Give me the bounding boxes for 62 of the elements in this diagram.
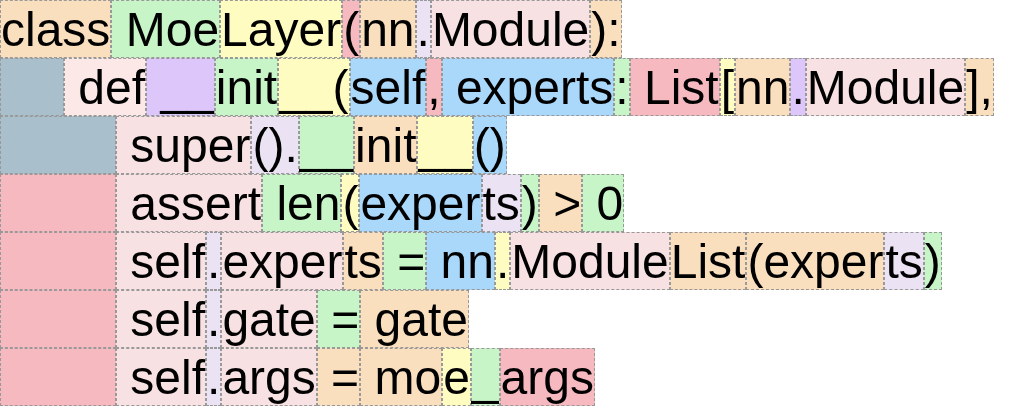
code-token: ts: [884, 232, 924, 290]
code-token: self: [116, 232, 207, 290]
code-token: (: [342, 0, 361, 58]
code-token: class: [0, 0, 112, 58]
indent-token: [0, 116, 116, 174]
code-token: ],: [965, 58, 994, 116]
code-token: nn: [360, 0, 416, 58]
code-token: exper: [359, 174, 482, 232]
code-token: ):: [590, 0, 622, 58]
indent-token: [0, 348, 116, 406]
code-token: self: [116, 348, 207, 406]
code-token: ,: [426, 58, 442, 116]
code-token: experts: [441, 58, 615, 116]
code-token: (): [472, 116, 507, 174]
code-token: nn: [426, 232, 495, 290]
code-token: =: [316, 348, 361, 406]
code-token: len: [262, 174, 342, 232]
code-token: 0: [582, 174, 625, 232]
code-token: super: [116, 116, 252, 174]
indent-token: [0, 174, 116, 232]
code-token: __: [298, 116, 355, 174]
code-token: .: [206, 290, 222, 348]
code-token: ().: [251, 116, 299, 174]
code-token: mo: [360, 348, 443, 406]
indent-token: [0, 58, 64, 116]
indent-token: [0, 290, 116, 348]
code-token: assert: [116, 174, 263, 232]
code-token: __: [146, 58, 215, 116]
code-token: _: [470, 348, 500, 406]
code-token: args: [499, 348, 595, 406]
code-token: self: [116, 290, 207, 348]
code-token: __: [417, 116, 473, 174]
code-token: init: [354, 116, 418, 174]
code-token: Module: [510, 232, 670, 290]
code-token: (: [341, 174, 360, 232]
code-token: .: [206, 348, 222, 406]
code-token: List: [669, 232, 747, 290]
code-token: >: [538, 174, 583, 232]
code-token: nn: [735, 58, 791, 116]
code-token: =: [316, 290, 361, 348]
code-token: List: [629, 58, 720, 116]
code-token: def: [64, 58, 147, 116]
code-token: Layer: [220, 0, 343, 58]
code-token: gate: [221, 290, 317, 348]
code-token: ts: [343, 232, 383, 290]
code-token: gate: [360, 290, 469, 348]
code-token: Module: [430, 0, 591, 58]
code-token: .: [790, 58, 806, 116]
code-token: Moe: [111, 0, 221, 58]
indent-token: [0, 232, 116, 290]
code-token: args: [221, 348, 317, 406]
code-token: Module: [805, 58, 966, 116]
code-token: init: [214, 58, 279, 116]
code-token: (exper: [746, 232, 885, 290]
code-token: e: [442, 348, 471, 406]
code-token: self: [349, 58, 427, 116]
code-token: .: [206, 232, 222, 290]
code-token: :: [614, 58, 630, 116]
code-token: exper: [221, 232, 344, 290]
code-token: ts: [481, 174, 521, 232]
code-token: __(: [278, 58, 350, 116]
code-token: =: [382, 232, 427, 290]
